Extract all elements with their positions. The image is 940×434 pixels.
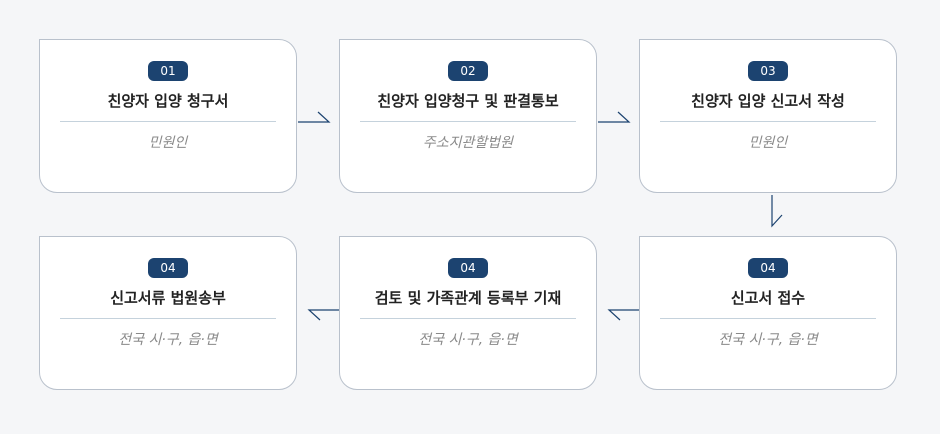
step-subtitle: 전국 시·구, 읍·면 — [418, 332, 518, 348]
step-subtitle: 주소지관할법원 — [422, 135, 514, 151]
step-title: 신고서류 법원송부 — [110, 289, 226, 307]
arrow-right-icon — [598, 111, 631, 123]
arrow-down-icon — [771, 195, 783, 228]
divider — [60, 121, 276, 122]
step-card-3: 03 친양자 입양 신고서 작성 민원인 — [639, 39, 897, 193]
divider — [360, 121, 576, 122]
step-title: 검토 및 가족관계 등록부 기재 — [374, 289, 562, 307]
step-card-4: 04 신고서 접수 전국 시·구, 읍·면 — [639, 236, 897, 390]
divider — [660, 318, 876, 319]
step-card-1: 01 친양자 입양 청구서 민원인 — [39, 39, 297, 193]
step-title: 친양자 입양 청구서 — [107, 92, 229, 110]
step-subtitle: 민원인 — [748, 135, 788, 151]
step-number-badge: 02 — [448, 61, 488, 81]
divider — [60, 318, 276, 319]
step-card-6: 04 신고서류 법원송부 전국 시·구, 읍·면 — [39, 236, 297, 390]
step-title: 친양자 입양청구 및 판결통보 — [377, 92, 559, 110]
step-title: 친양자 입양 신고서 작성 — [691, 92, 845, 110]
step-number-badge: 03 — [748, 61, 788, 81]
step-subtitle: 전국 시·구, 읍·면 — [718, 332, 818, 348]
step-title: 신고서 접수 — [730, 289, 806, 307]
arrow-left-icon — [607, 309, 639, 321]
step-number-badge: 04 — [148, 258, 188, 278]
step-number-badge: 04 — [748, 258, 788, 278]
arrow-right-icon — [298, 111, 331, 123]
step-number-badge: 01 — [148, 61, 188, 81]
step-subtitle: 전국 시·구, 읍·면 — [118, 332, 218, 348]
step-subtitle: 민원인 — [148, 135, 188, 151]
divider — [660, 121, 876, 122]
step-number-badge: 04 — [448, 258, 488, 278]
step-card-2: 02 친양자 입양청구 및 판결통보 주소지관할법원 — [339, 39, 597, 193]
step-card-5: 04 검토 및 가족관계 등록부 기재 전국 시·구, 읍·면 — [339, 236, 597, 390]
divider — [360, 318, 576, 319]
arrow-left-icon — [307, 309, 339, 321]
